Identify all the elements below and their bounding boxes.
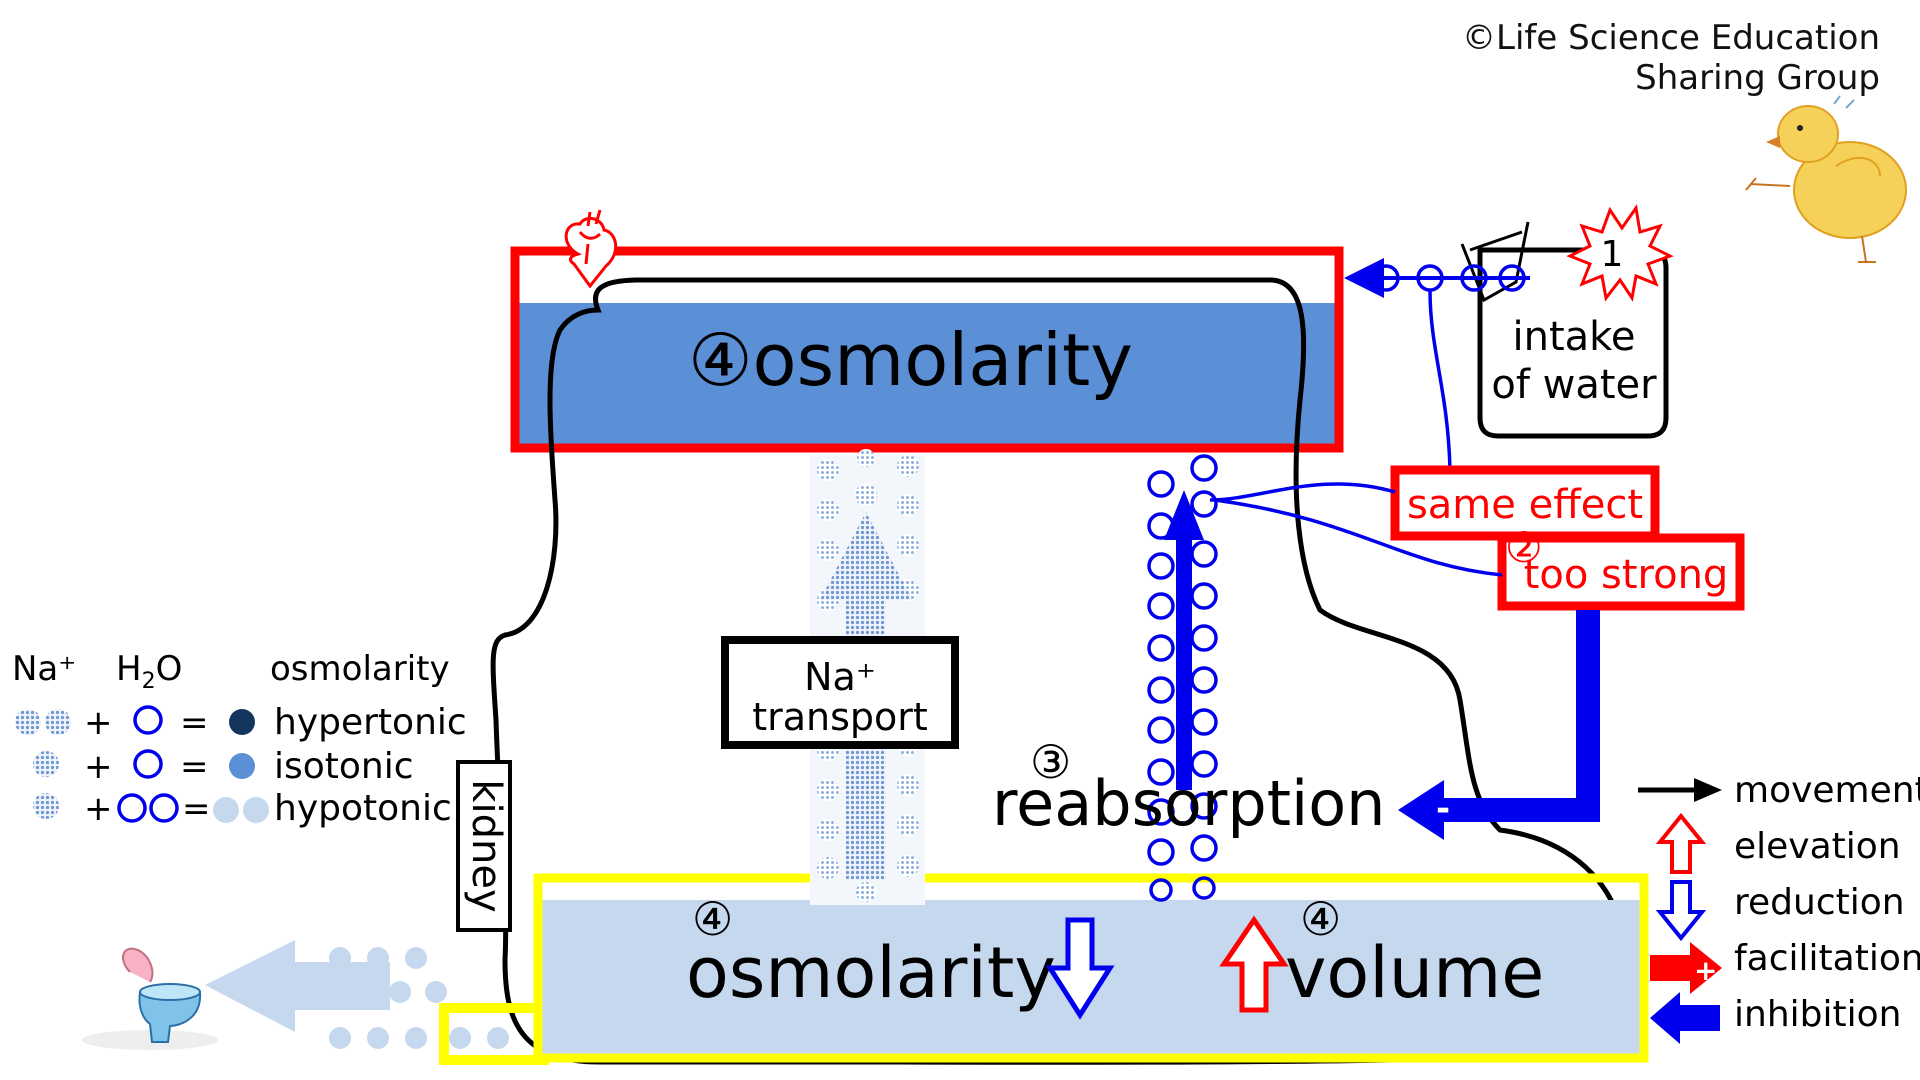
kidney-label-box <box>456 760 512 932</box>
tubule-osmolarity-step: ④ <box>692 892 733 946</box>
too-strong-box <box>1497 533 1745 611</box>
same-effect-label: same effect <box>1407 482 1643 528</box>
osmolarity-key: Na⁺ H2O osmolarity + = hypertonic + = is… <box>12 649 467 829</box>
tubule-volume-label: volume <box>1285 932 1544 1014</box>
copyright: ©Life Science Education Sharing Group <box>1462 18 1880 98</box>
key-plus-3: + <box>84 789 113 829</box>
intake-line2: of water <box>1491 362 1657 408</box>
urine-outflow <box>205 940 509 1049</box>
toilet-icon <box>82 947 218 1050</box>
key-hypertonic: hypertonic <box>274 702 467 743</box>
legend-reduction: reduction <box>1734 882 1905 923</box>
key-equals-2: = <box>180 747 209 787</box>
key-equals-3: = <box>182 789 211 829</box>
key-plus-2: + <box>84 747 113 787</box>
key-header-osmolarity: osmolarity <box>270 649 450 689</box>
reabsorption-step: ③ <box>1030 735 1071 789</box>
key-equals-1: = <box>180 703 209 743</box>
osmolarity-reduction-arrow <box>1045 917 1115 1020</box>
tubule-volume-step: ④ <box>1300 892 1341 946</box>
step1-label: 1 <box>1601 234 1624 275</box>
key-hypotonic: hypotonic <box>274 788 452 829</box>
legend-inhibition: inhibition <box>1734 994 1901 1035</box>
water-reabsorption-arrow <box>1164 490 1204 790</box>
tubule-compartment: ④ osmolarity ④ volume <box>439 873 1649 1065</box>
na-transport-box <box>721 636 959 749</box>
cup-icon <box>1460 221 1530 303</box>
too-strong-label: too strong <box>1524 552 1729 598</box>
intake-connector <box>1428 289 1452 471</box>
blood-plasma <box>518 303 1336 444</box>
legend-facilitation-plus: + <box>1694 954 1717 987</box>
key-isotonic: isotonic <box>274 746 414 787</box>
tubule-border <box>533 873 1649 1063</box>
copyright-line1: ©Life Science Education <box>1462 18 1880 58</box>
tubule-osmolarity-label: osmolarity <box>686 932 1056 1014</box>
inhibition-arrowhead <box>1398 780 1444 840</box>
blood-osmolarity-label: ④osmolarity <box>688 318 1133 402</box>
hormone-connector-2 <box>1214 498 1503 577</box>
hormone-connector-1 <box>1209 482 1396 502</box>
legend-facilitation: facilitation <box>1734 938 1920 979</box>
inhibition-path <box>1440 610 1600 822</box>
step1-starburst <box>1566 204 1674 302</box>
blood-compartment: ④osmolarity <box>510 246 1344 453</box>
key-header-h2o: H2O <box>116 649 182 694</box>
key-header-na: Na⁺ <box>12 649 76 689</box>
legend-elevation: elevation <box>1734 826 1901 867</box>
reabsorption-label: reabsorption <box>992 767 1385 840</box>
inhibition-sign: - <box>1436 789 1450 829</box>
legend-movement: movement <box>1734 770 1920 811</box>
arrow-legend: movement elevation reduction + facilitat… <box>1638 770 1920 1044</box>
step2-label: ② <box>1505 523 1543 572</box>
volume-elevation-arrow <box>1219 915 1289 1013</box>
key-plus-1: + <box>84 703 113 743</box>
kidney-label: kidney <box>463 779 509 912</box>
na-transport-line2: transport <box>752 695 928 739</box>
blood-compartment-border <box>510 246 1344 453</box>
copyright-line2: Sharing Group <box>1635 58 1880 98</box>
heart-icon <box>564 209 618 289</box>
intake-line1: intake <box>1512 314 1635 360</box>
chick-icon <box>1745 95 1907 263</box>
intake-water-molecules <box>1372 264 1526 292</box>
na-transport-line1: Na⁺ <box>804 655 876 699</box>
